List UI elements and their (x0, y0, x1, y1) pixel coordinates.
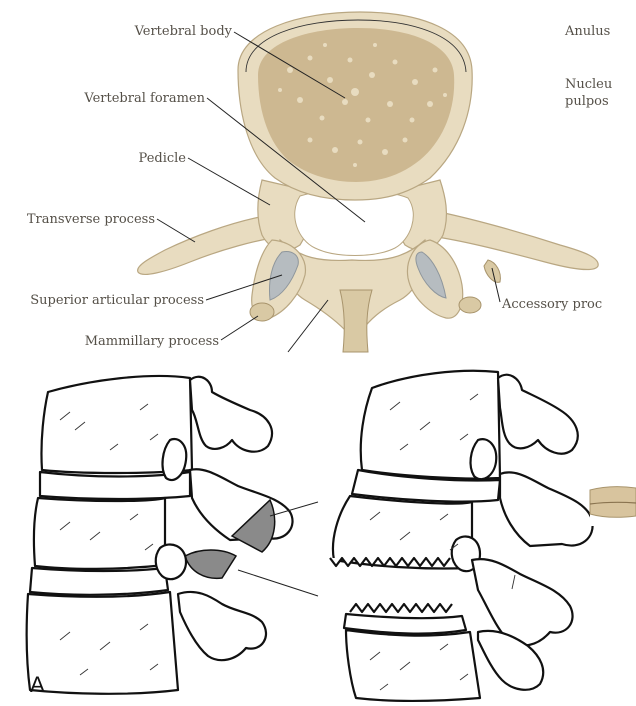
left-pointer-lower (238, 570, 318, 596)
left-lower-vertebral-body (27, 592, 178, 694)
right-lower-vertebral-body (346, 630, 480, 701)
label-nucleus-line1: Nucleu (565, 77, 612, 92)
right-facet-joint-upper (471, 439, 497, 479)
left-lower-disc (30, 568, 168, 595)
left-middle-vertebral-body (34, 498, 165, 569)
label-nucleus-line2: pulpos (565, 94, 609, 109)
label-anulus: Anulus (564, 24, 610, 39)
right-middle-posterior-element (500, 472, 593, 546)
left-facet-joint-lower (156, 544, 186, 579)
right-mammillary-process (459, 297, 481, 313)
intact-spine-segment-drawing: A (27, 376, 318, 697)
right-lower-disc (344, 614, 466, 634)
left-shaded-pars-lower (185, 550, 236, 578)
left-upper-posterior-element (190, 377, 272, 452)
label-superior-articular-process: Superior articular process (30, 293, 204, 308)
slipped-spine-segment-drawing (330, 371, 636, 701)
label-vertebral-foramen: Vertebral foramen (83, 91, 205, 106)
label-pedicle: Pedicle (139, 151, 187, 166)
label-mammillary-process: Mammillary process (85, 334, 219, 349)
right-upper-posterior-element (498, 375, 578, 454)
partial-cropped-image (590, 478, 636, 526)
right-lower-fracture-edge (350, 604, 452, 612)
spinous-process (340, 290, 372, 352)
label-vertebral-body: Vertebral body (134, 24, 233, 39)
left-lower-posterior-element (178, 592, 266, 660)
label-transverse-process: Transverse process (27, 212, 155, 227)
panel-letter: A (30, 672, 45, 697)
label-accessory-process: Accessory proc (501, 297, 602, 312)
